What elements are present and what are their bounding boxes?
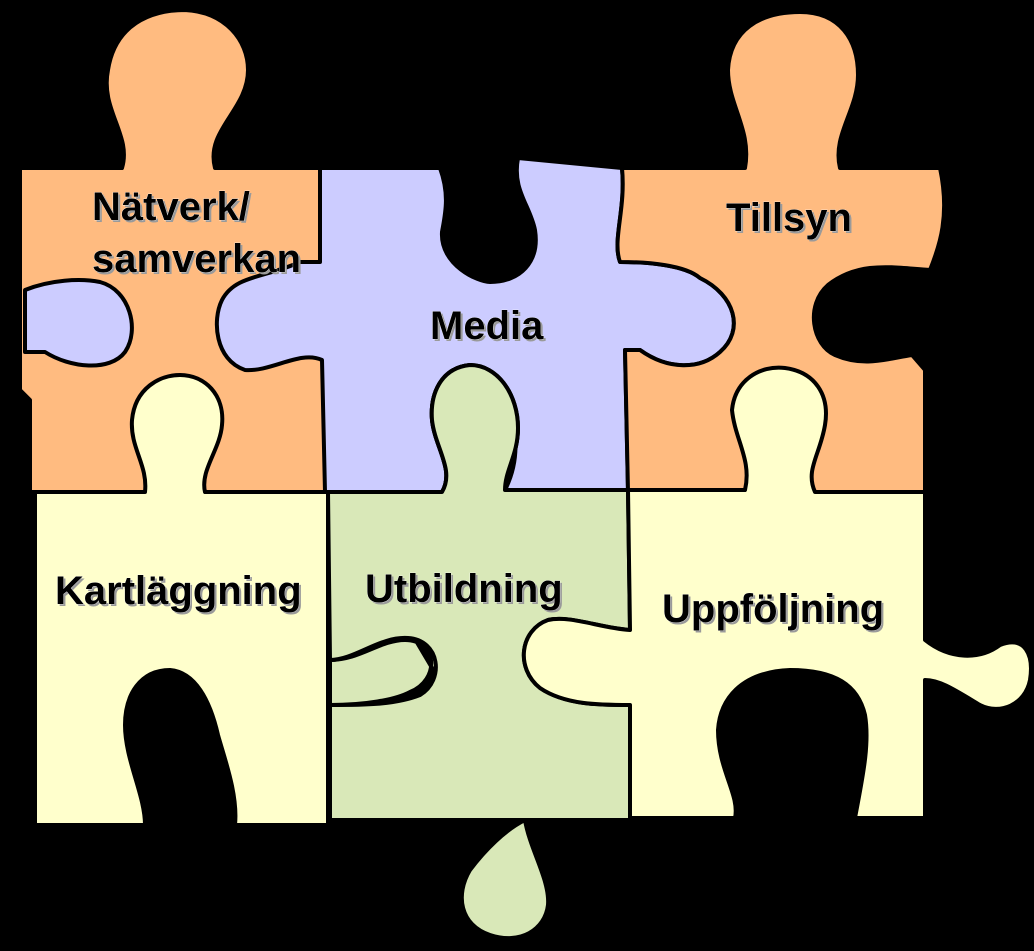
label-kartlaggning: Kartläggning [55, 569, 302, 613]
svg-text:Tillsyn: Tillsyn [728, 198, 854, 242]
svg-text:Media: Media [432, 306, 546, 350]
label-group-tillsyn: Tillsyn Tillsyn [726, 196, 854, 242]
label-utbildning: Utbildning [365, 567, 563, 611]
piece-kartlaggning [33, 373, 330, 827]
svg-text:samverkan: samverkan [94, 239, 303, 283]
piece-utbildning-main [326, 363, 632, 941]
label-group-media: Media Media [430, 304, 546, 350]
label-natverk-line2: samverkan [92, 237, 301, 281]
svg-text:Nätverk/: Nätverk/ [94, 187, 252, 231]
label-tillsyn: Tillsyn [726, 196, 852, 240]
label-group-uppfoljning: Uppföljning Uppföljning [662, 587, 886, 633]
svg-text:Kartläggning: Kartläggning [57, 571, 304, 615]
label-group-kartlaggning: Kartläggning Kartläggning [55, 569, 304, 615]
label-natverk-line1: Nätverk/ [92, 185, 250, 229]
label-media: Media [430, 304, 544, 348]
piece-tillsyn [615, 10, 947, 494]
piece-uppfoljning [521, 365, 1033, 820]
piece-media-left-nub [23, 278, 134, 368]
svg-text:Uppföljning: Uppföljning [664, 589, 886, 633]
label-group-natverk: Nätverk/ Nätverk/ samverkan samverkan [92, 185, 303, 283]
svg-text:Utbildning: Utbildning [367, 569, 565, 613]
label-uppfoljning: Uppföljning [662, 587, 884, 631]
label-group-utbildning: Utbildning Utbildning [365, 567, 565, 613]
